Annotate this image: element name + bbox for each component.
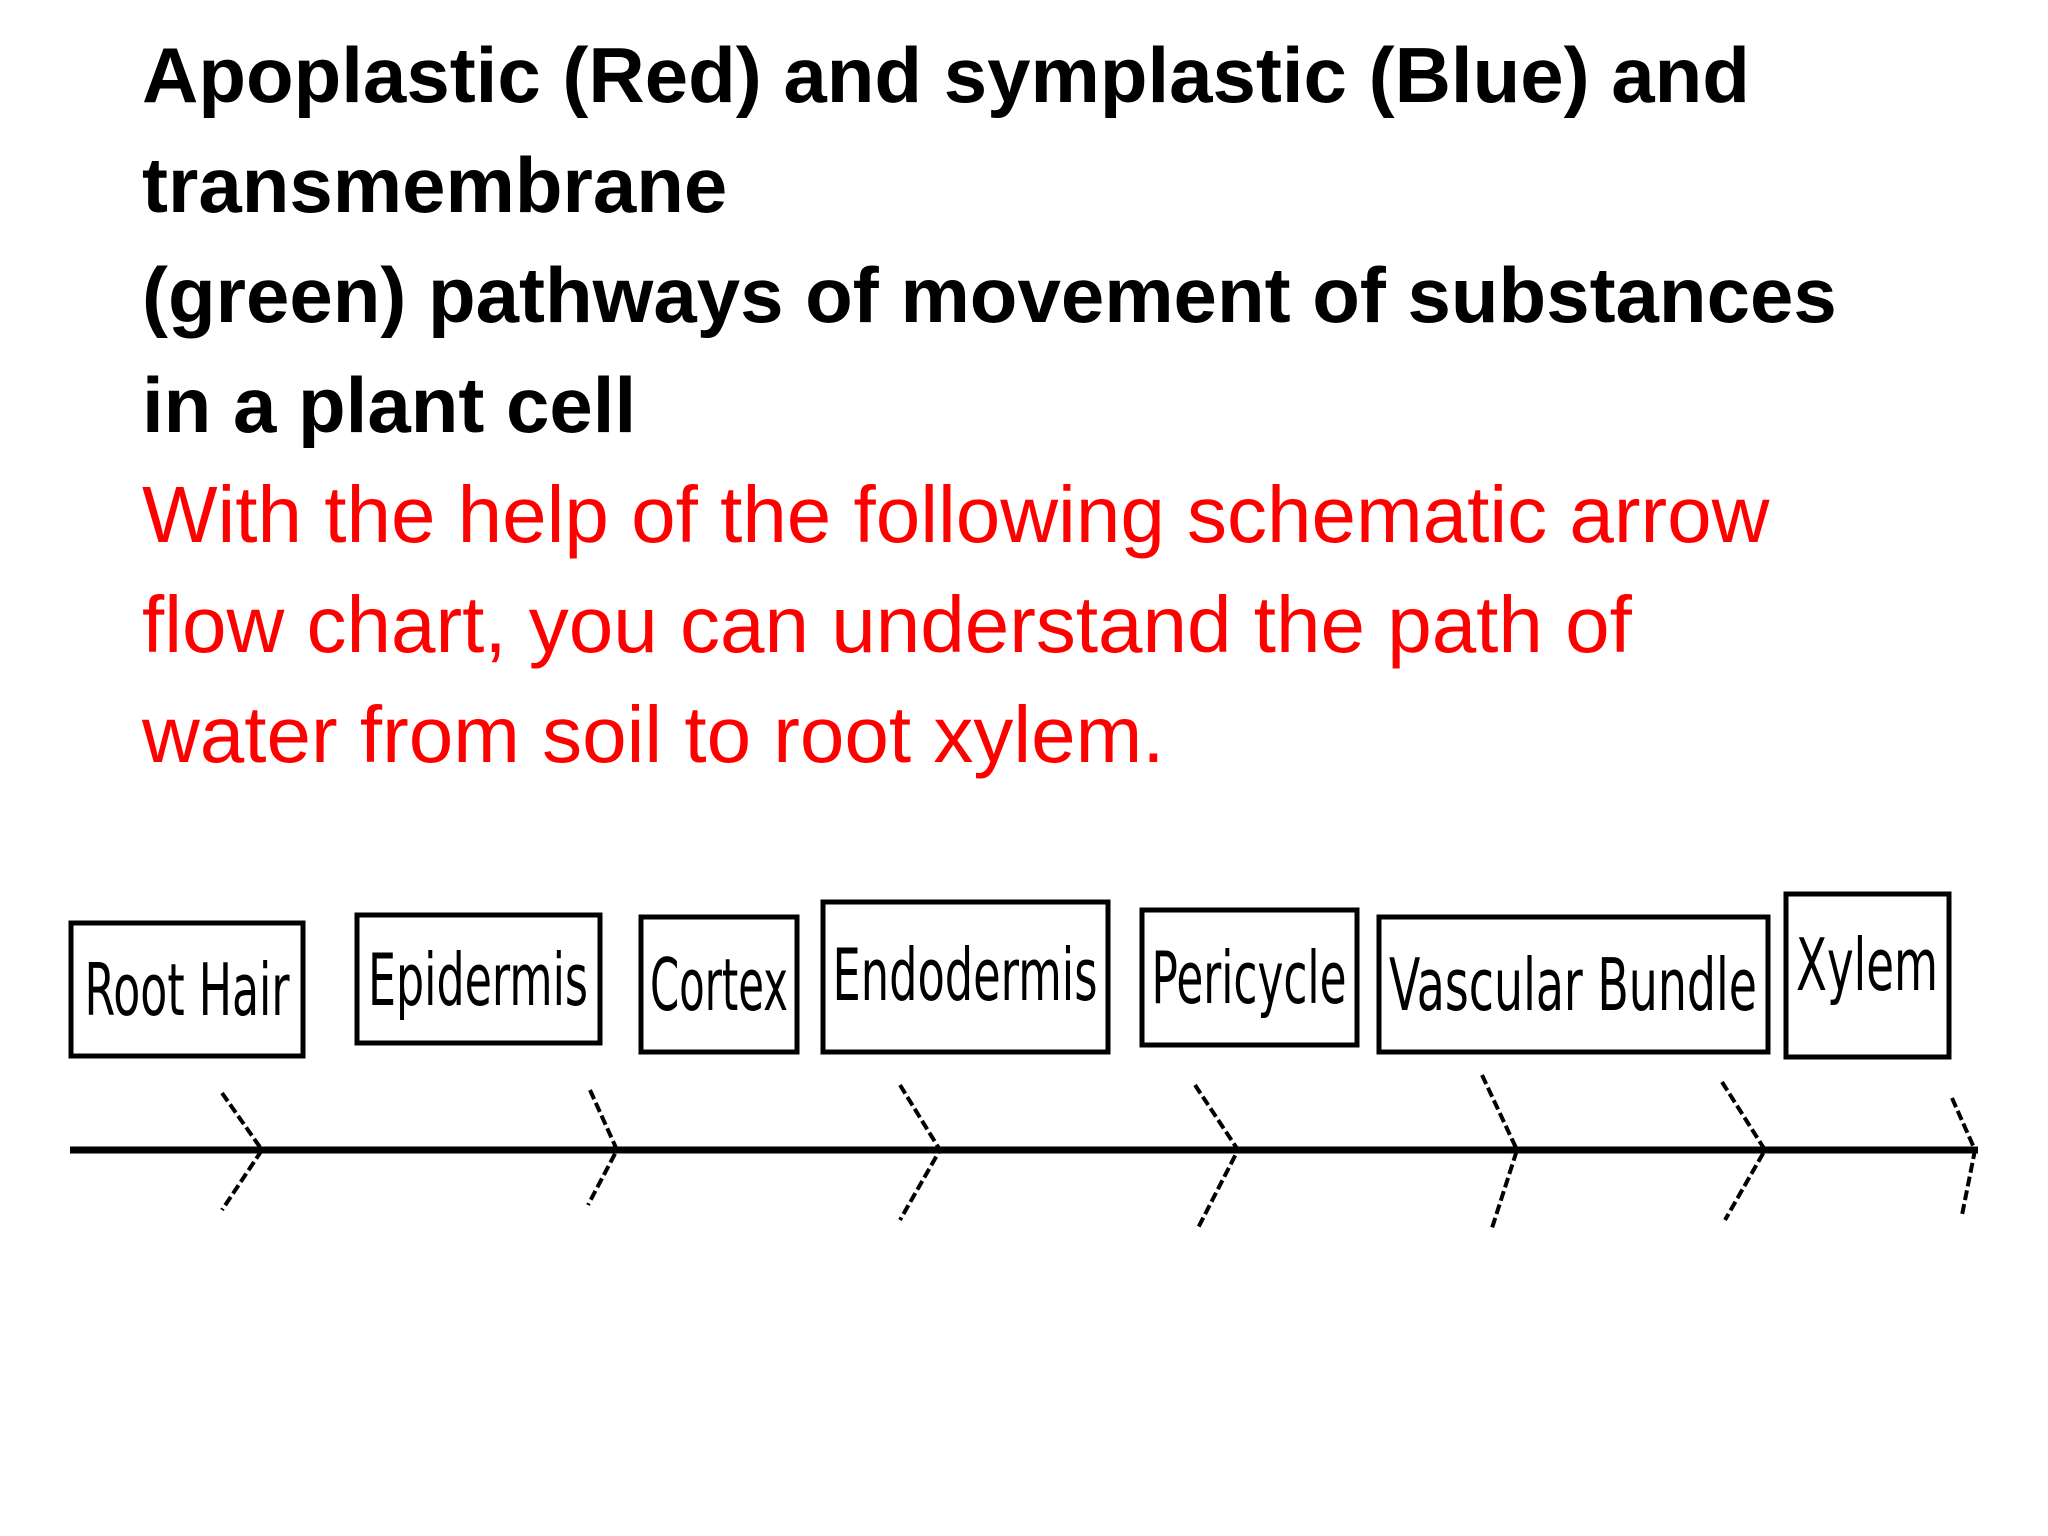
arrowhead-icon: [1720, 1080, 1768, 1221]
slide-description-line: water from soil to root xylem.: [142, 690, 1165, 779]
stage-box-xylem: Xylem: [1783, 891, 1952, 1060]
arrowhead-icon: [1950, 1097, 1978, 1216]
arrowhead-icon: [898, 1083, 943, 1221]
text-block: Apoplastic (Red) and symplastic (Blue) a…: [142, 20, 1962, 790]
slide-title-line: Apoplastic (Red) and symplastic (Blue) a…: [142, 31, 1750, 119]
stage-box-root-hair: Root Hair: [68, 920, 306, 1059]
stage-label: Cortex: [650, 943, 788, 1027]
stage-label: Endodermis: [833, 933, 1098, 1017]
slide-description-line: With the help of the following schematic…: [142, 470, 1770, 559]
stage-box-cortex: Cortex: [638, 914, 800, 1055]
stage-label: Root Hair: [85, 948, 290, 1032]
stage-label: Xylem: [1796, 923, 1938, 1007]
slide-description-line: flow chart, you can understand the path …: [142, 580, 1632, 669]
stage-box-vascular-bundle: Vascular Bundle: [1376, 914, 1771, 1055]
stage-label: Epidermis: [368, 938, 588, 1022]
stage-label: Pericycle: [1152, 936, 1347, 1020]
slide-title-line: transmembrane: [142, 141, 728, 229]
stage-label: Vascular Bundle: [1389, 943, 1757, 1027]
arrowhead-icon: [220, 1091, 265, 1212]
stage-box-pericycle: Pericycle: [1139, 907, 1360, 1048]
slide-description: With the help of the following schematic…: [142, 460, 1962, 790]
arrowhead-icon: [1193, 1083, 1241, 1229]
slide-title: Apoplastic (Red) and symplastic (Blue) a…: [142, 20, 1962, 460]
stage-box-epidermis: Epidermis: [354, 912, 603, 1046]
water-path-flowchart: Root Hair Epidermis Cortex Endodermis Pe…: [0, 880, 2048, 1240]
slide-title-line: in a plant cell: [142, 361, 637, 449]
arrowhead-icon: [586, 1089, 620, 1206]
flowchart-svg: Root Hair Epidermis Cortex Endodermis Pe…: [68, 891, 1978, 1229]
slide-title-line: (green) pathways of movement of substanc…: [142, 251, 1837, 339]
stage-box-endodermis: Endodermis: [820, 899, 1111, 1055]
